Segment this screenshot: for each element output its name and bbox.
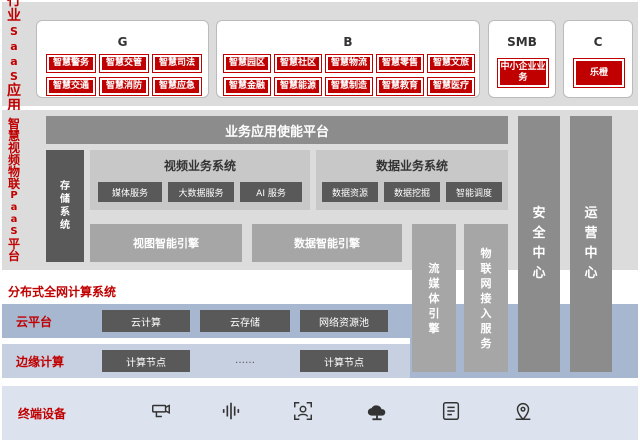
location-pin-icon [515,403,531,421]
security-center-label: 安全中心 [532,206,546,281]
app-tile: 中小企业业务 [497,58,549,88]
group-b: B 智慧园区 智慧社区 智慧物流 智慧零售 智慧文旅 智慧金融 智慧能源 智慧制… [216,20,480,98]
distributed-computing-label: 分布式全网计算系统 [8,284,117,299]
app-tile: 智慧消防 [99,77,149,96]
cloud-service-tile: 云计算 [102,310,190,332]
app-tile: 智慧医疗 [427,77,475,96]
video-system-title: 视频业务系统 [163,159,236,173]
app-tile: 智慧警务 [46,54,96,73]
app-tile: 智慧文旅 [427,54,475,73]
app-tile: 智慧园区 [223,54,271,73]
iot-access-label: 物联网接入服务 [480,246,492,350]
terminal-devices-band [2,386,638,440]
group-c: C 乐橙 [563,20,633,98]
compute-node-tile: 计算节点 [102,350,190,372]
group-title: G [117,35,128,49]
edge-computing-label: 边缘计算 [16,354,65,369]
service-tile: 数据资源 [322,182,378,202]
app-tile: 智慧交通 [46,77,96,96]
app-tile: 智慧能源 [274,77,322,96]
terminal-devices-label: 终端设备 [18,406,67,421]
streaming-engine-label: 流媒体引擎 [428,261,440,335]
service-tile: 大数据服务 [168,182,234,202]
data-intelligence-engine: 数据智能引擎 [252,224,402,262]
app-tile: 智慧制造 [325,77,373,96]
cloud-platform-label: 云平台 [16,314,53,329]
audio-wave-icon [222,402,240,420]
service-tile: 媒体服务 [98,182,162,202]
video-business-system: 视频业务系统 媒体服务 大数据服务 AI 服务 [90,150,310,210]
app-tile: 智慧零售 [376,54,424,73]
ellipsis: …… [235,355,255,366]
compute-node-tile: 计算节点 [300,350,388,372]
face-scan-icon [294,402,312,420]
app-tile: 智慧应急 [152,77,202,96]
camera-icon [152,404,170,418]
operations-center: 运营中心 [570,116,612,372]
app-tile: 智慧司法 [152,54,202,73]
app-tile: 智慧交管 [99,54,149,73]
operations-center-label: 运营中心 [584,206,598,281]
service-tile: AI 服务 [240,182,302,202]
app-tile: 智慧社区 [274,54,322,73]
iot-access-service: 物联网接入服务 [464,224,508,372]
data-system-title: 数据业务系统 [375,159,448,173]
cloud-service-tile: 网络资源池 [300,310,388,332]
view-intelligence-engine: 视图智能引擎 [90,224,242,262]
group-title: SMB [507,35,537,49]
app-tile: 乐橙 [573,58,625,88]
service-tile: 数据挖掘 [384,182,440,202]
security-center: 安全中心 [518,116,560,372]
business-enablement-bar: 业务应用使能平台 [46,116,508,144]
group-title: B [343,35,353,49]
cloud-network-icon [367,405,386,421]
group-g: G 智慧警务 智慧交管 智慧司法 智慧交通 智慧消防 智慧应急 [36,20,209,98]
streaming-engine: 流媒体引擎 [412,224,456,372]
storage-system: 存储系统 [46,150,84,262]
app-tile: 智慧教育 [376,77,424,96]
service-tile: 智能调度 [446,182,502,202]
group-smb: SMB 中小企业业务 [488,20,556,98]
app-tile: 智慧金融 [223,77,271,96]
cloud-service-tile: 云存储 [200,310,290,332]
group-title: C [593,35,603,49]
data-business-system: 数据业务系统 数据资源 数据挖掘 智能调度 [316,150,508,210]
list-device-icon [442,402,460,420]
storage-label: 存储系统 [60,181,70,231]
app-tile: 智慧物流 [325,54,373,73]
